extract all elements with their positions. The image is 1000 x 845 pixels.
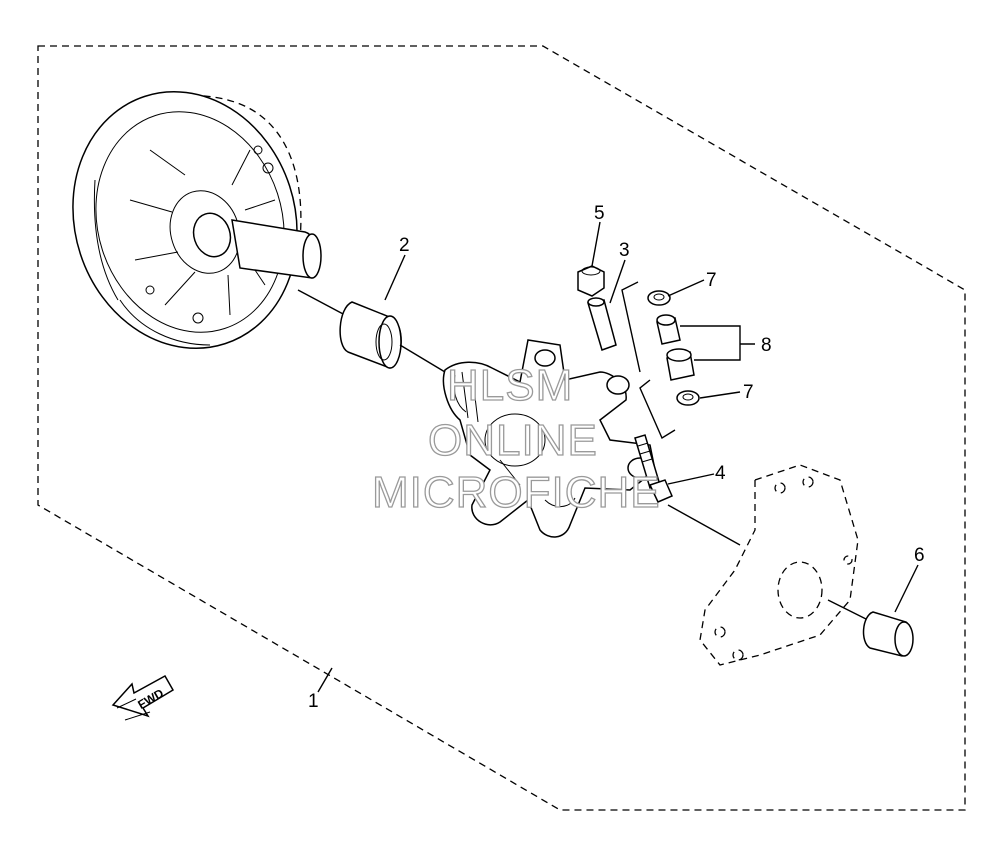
part-8-collar-lower <box>666 348 695 381</box>
callout-1: 1 <box>308 691 319 712</box>
leader-3 <box>609 259 626 304</box>
part-7-washer-lower <box>676 390 700 406</box>
part-4-bolt <box>634 434 741 546</box>
fwd-arrow-icon: FWD <box>111 674 175 721</box>
watermark-line-3: MICROFICHE <box>372 468 661 517</box>
watermark-line-1: HLSM <box>447 361 573 410</box>
group-bracket-upper <box>621 281 641 373</box>
leader-2 <box>384 254 406 301</box>
leader-1 <box>317 667 333 693</box>
watermark-line-2: ONLINE <box>428 416 598 465</box>
callout-4: 4 <box>715 463 726 484</box>
callout-3: 3 <box>619 240 630 261</box>
callout-5: 5 <box>594 203 605 224</box>
leader-8 <box>680 325 755 361</box>
callout-6: 6 <box>914 545 925 566</box>
leader-4 <box>667 473 715 485</box>
group-bracket-lower <box>639 379 676 440</box>
part-8-collar-upper <box>656 314 681 345</box>
callout-7-lower: 7 <box>743 382 754 403</box>
part-6-bushing <box>827 599 914 657</box>
callout-7-upper: 7 <box>706 270 717 291</box>
leader-6 <box>894 564 919 613</box>
callout-2: 2 <box>399 235 410 256</box>
assembly-boundary <box>37 45 966 811</box>
part-7-washer-upper <box>647 290 671 306</box>
cover-plate <box>699 464 859 666</box>
leader-7-upper <box>667 279 705 297</box>
part-5-nut <box>577 265 605 297</box>
part-3-sleeve <box>587 297 617 351</box>
leader-5 <box>591 221 601 267</box>
spider-hub <box>442 339 656 538</box>
watermark: HLSM ONLINE MICROFICHE <box>371 360 661 517</box>
part-2-bearing <box>297 289 446 373</box>
leader-7-lower <box>699 391 741 399</box>
callout-8: 8 <box>761 335 772 356</box>
primary-sheave <box>72 91 322 349</box>
